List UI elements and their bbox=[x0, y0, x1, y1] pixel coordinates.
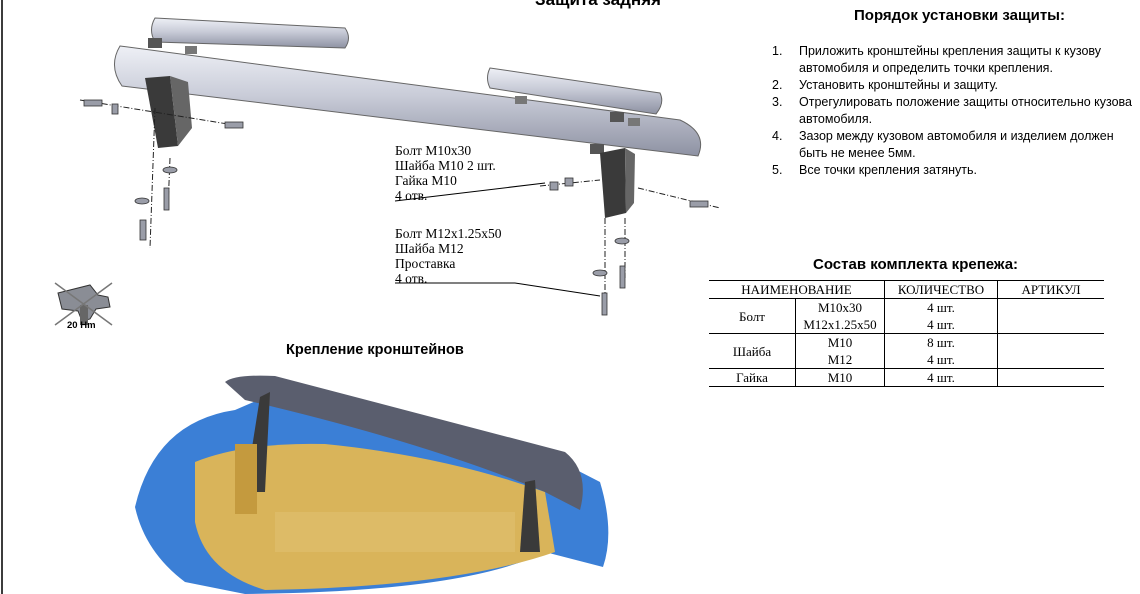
installation-steps: 1.Приложить кронштейны крепления защиты … bbox=[772, 43, 1132, 179]
table-row: Болт М10х30 М12х1.25х50 4 шт. 4 шт. bbox=[709, 298, 1104, 334]
row-qty: 4 шт. 4 шт. bbox=[884, 298, 998, 334]
pneumatic-wrench-icon bbox=[54, 282, 113, 326]
installation-title: Порядок установки защиты: bbox=[854, 7, 1065, 24]
row-sizes: М10 bbox=[795, 368, 885, 387]
row-qty: 8 шт. 4 шт. bbox=[884, 333, 998, 369]
torque-label: 20 Hm bbox=[67, 320, 96, 331]
callout-2-line-3: Проставка bbox=[395, 256, 456, 271]
header-name: НАИМЕНОВАНИЕ bbox=[709, 280, 885, 299]
crossed-out-icon bbox=[54, 282, 113, 326]
header-qty: КОЛИЧЕСТВО bbox=[884, 280, 998, 299]
row-sizes: М10х30 М12х1.25х50 bbox=[795, 298, 885, 334]
step-4: 4.Зазор между кузовом автомобиля и издел… bbox=[772, 129, 1114, 160]
bracket-mounting-render bbox=[135, 375, 609, 594]
callout-1-line-1: Болт М10х30 bbox=[395, 143, 472, 158]
step-2: 2.Установить кронштейны и защиту. bbox=[772, 78, 999, 92]
row-qty: 4 шт. bbox=[884, 368, 998, 387]
hardware-callout-1: Болт М10х30 Шайба М10 2 шт. Гайка М10 4 … bbox=[395, 143, 496, 203]
left-border bbox=[1, 0, 3, 594]
kit-title: Состав комплекта крепежа: bbox=[813, 256, 1019, 273]
table-header-row: НАИМЕНОВАНИЕ КОЛИЧЕСТВО АРТИКУЛ bbox=[709, 280, 1104, 299]
row-article bbox=[997, 368, 1104, 387]
step-1: 1.Приложить кронштейны крепления защиты … bbox=[772, 44, 1102, 75]
table-row: Шайба М10 М12 8 шт. 4 шт. bbox=[709, 333, 1104, 369]
hardware-callout-2: Болт М12х1.25х50 Шайба М12 Проставка 4 о… bbox=[395, 226, 501, 286]
row-article bbox=[997, 333, 1104, 369]
step-5: 5.Все точки крепления затянуть. bbox=[772, 163, 977, 177]
bumper-guard-drawing bbox=[79, 17, 721, 316]
callout-2-line-1: Болт М12х1.25х50 bbox=[395, 226, 502, 241]
row-name: Гайка bbox=[709, 368, 796, 387]
page-title: Защита задняя bbox=[535, 0, 661, 10]
row-article bbox=[997, 298, 1104, 334]
callout-1-line-4: 4 отв. bbox=[395, 188, 428, 203]
callout-1-line-3: Гайка М10 bbox=[395, 173, 457, 188]
step-3: 3.Отрегулировать положение защиты относи… bbox=[772, 95, 1133, 126]
table-row: Гайка М10 4 шт. bbox=[709, 368, 1104, 387]
callout-2-line-4: 4 отв. bbox=[395, 271, 428, 286]
fastener-kit-table: НАИМЕНОВАНИЕ КОЛИЧЕСТВО АРТИКУЛ Болт М10… bbox=[709, 280, 1104, 387]
callout-2-line-2: Шайба М12 bbox=[395, 241, 464, 256]
callout-1-line-2: Шайба М10 2 шт. bbox=[395, 158, 496, 173]
header-article: АРТИКУЛ bbox=[997, 280, 1104, 299]
row-name: Шайба bbox=[709, 333, 796, 369]
mounting-title: Крепление кронштейнов bbox=[286, 342, 464, 358]
row-sizes: М10 М12 bbox=[795, 333, 885, 369]
row-name: Болт bbox=[709, 298, 796, 334]
